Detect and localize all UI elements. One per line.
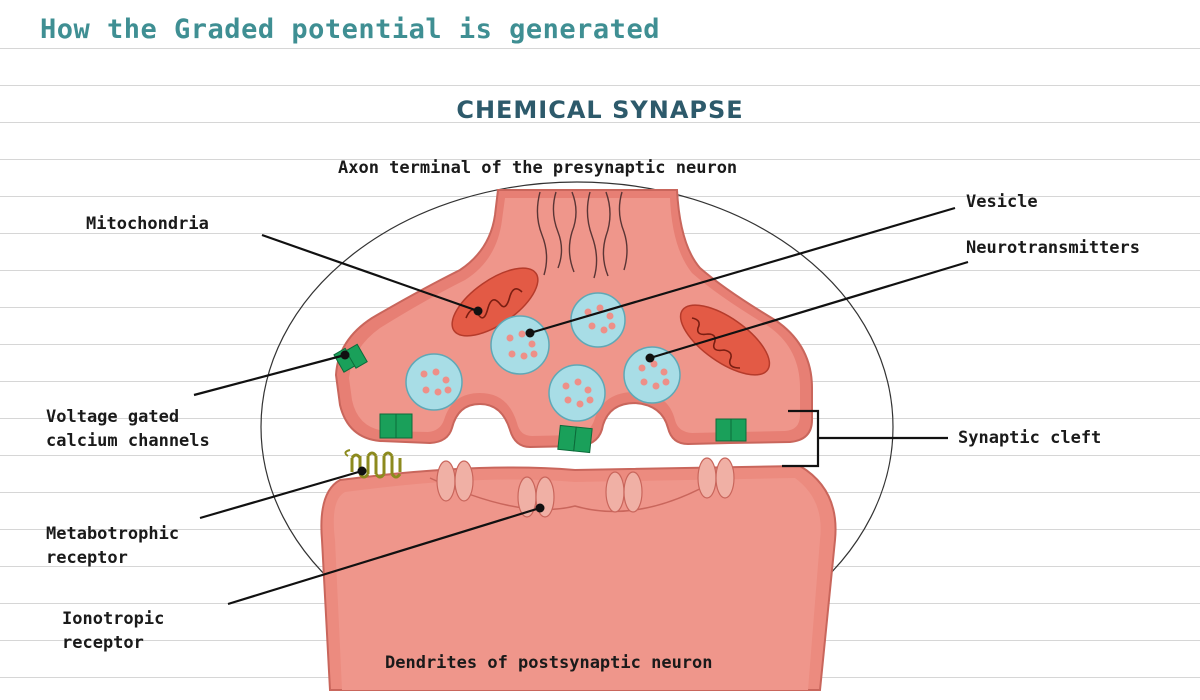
- label-mitochondria: Mitochondria: [86, 214, 209, 234]
- metabotropic-receptor: [344, 449, 402, 479]
- leader-line-mitochondria: [261, 233, 479, 313]
- label-neurotransmitters: Neurotransmitters: [966, 238, 1140, 258]
- label-voltage-gated: Voltage gated calcium channels: [46, 405, 210, 453]
- label-voltage-line1: Voltage gated: [46, 407, 180, 427]
- synaptic-cleft-bracket: [782, 409, 948, 468]
- ionotropic-receptor-1: [436, 460, 474, 502]
- calcium-channel-3: [715, 418, 747, 442]
- label-metabotrophic-line2: receptor: [46, 548, 128, 568]
- label-voltage-line2: calcium channels: [46, 431, 210, 451]
- calcium-channel-2: [557, 424, 593, 454]
- label-ionotropic-line2: receptor: [62, 633, 144, 653]
- leader-line-ionotropic: [227, 506, 541, 606]
- mitochondrion-right: [679, 304, 771, 376]
- label-metabotrophic-line1: Metabotrophic: [46, 524, 180, 544]
- ionotropic-receptor-3: [605, 471, 643, 513]
- label-ionotropic-line1: Ionotropic: [62, 609, 165, 629]
- leader-line-vesicle: [529, 206, 956, 335]
- page-title: How the Graded potential is generated: [40, 14, 660, 45]
- leader-line-voltage: [193, 353, 346, 397]
- vesicle-4: [548, 364, 606, 422]
- calcium-channel-1: [379, 413, 413, 439]
- vesicle-5: [623, 346, 681, 404]
- leader-line-neurotransmitters: [649, 260, 969, 360]
- vesicle-3: [405, 353, 463, 411]
- calcium-channel-side: [333, 343, 368, 373]
- label-vesicle: Vesicle: [966, 192, 1038, 212]
- label-metabotrophic: Metabotrophic receptor: [46, 522, 179, 570]
- label-ionotropic: Ionotropic receptor: [62, 607, 164, 655]
- label-synaptic-cleft: Synaptic cleft: [958, 428, 1102, 448]
- leader-line-metabotrophic: [199, 469, 363, 520]
- vesicle-1: [570, 292, 626, 348]
- label-axon-terminal: Axon terminal of the presynaptic neuron: [338, 158, 738, 178]
- postsynaptic-dendrite: [320, 464, 837, 691]
- diagram-title: CHEMICAL SYNAPSE: [456, 96, 744, 124]
- label-dendrites: Dendrites of postsynaptic neuron: [385, 653, 713, 673]
- ionotropic-receptor-4: [697, 457, 735, 499]
- vesicle-2: [490, 315, 550, 375]
